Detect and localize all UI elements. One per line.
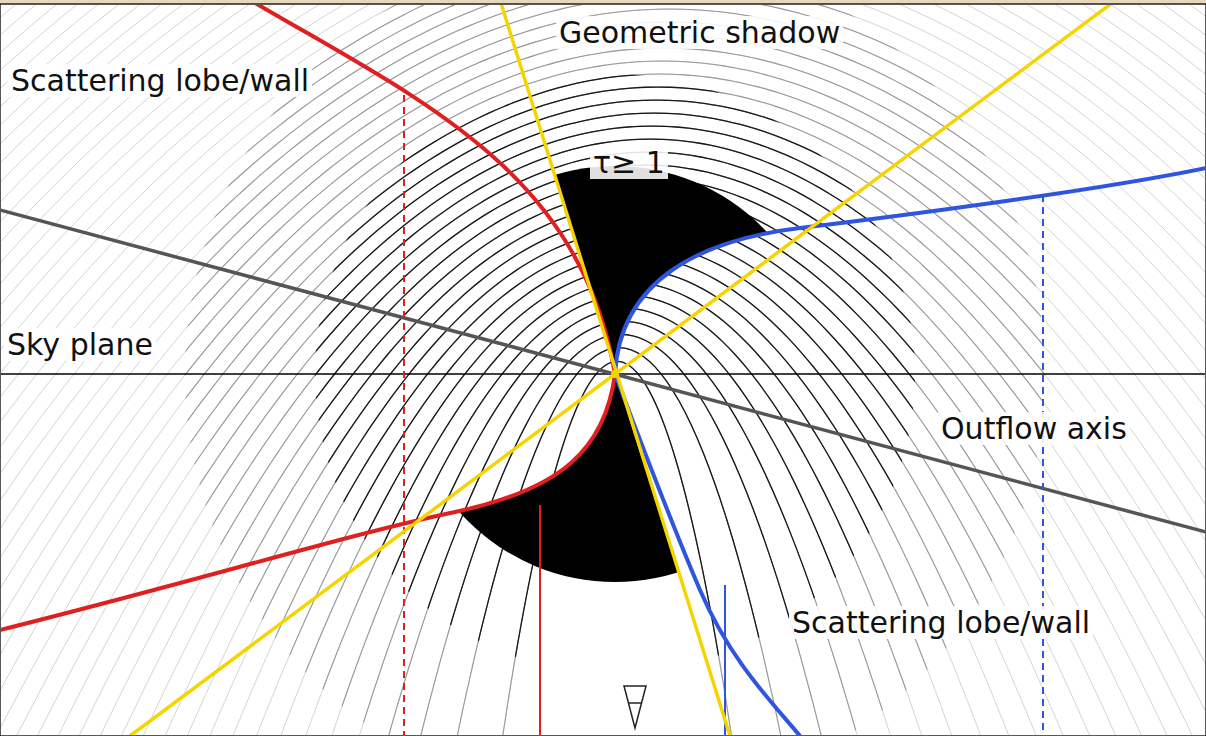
streamline [1, 87, 1205, 735]
streamline [1, 126, 1205, 735]
streamline [1, 139, 1205, 735]
streamline [1, 5, 1205, 735]
streamline [1, 48, 1205, 735]
diagram-label: Scattering lobe/wall [8, 64, 312, 97]
streamline [1, 22, 1205, 735]
streamline [1, 126, 1205, 735]
streamline [1, 61, 1205, 735]
streamline [1, 5, 1205, 596]
diagram-label: Outflow axis [938, 412, 1130, 445]
streamline [1, 5, 1205, 734]
shadow-boundary-shallow [130, 5, 1116, 735]
red-solid-marker [539, 505, 541, 735]
streamline [1, 152, 1205, 735]
streamlines-inner [1, 5, 1205, 735]
streamline [1, 5, 1205, 735]
streamline [1, 5, 1205, 629]
source-point [611, 370, 619, 378]
red-scattering-lobe [1, 5, 615, 630]
diagram-label: τ≥ 1 [590, 146, 668, 179]
observer-symbol [624, 686, 646, 728]
streamline [1, 5, 1205, 735]
streamline [1, 9, 1205, 735]
streamline [1, 5, 1205, 735]
streamline [1, 5, 1205, 198]
streamline [1, 5, 1205, 596]
diagram-label: Sky plane [4, 328, 156, 361]
streamline [1, 9, 1205, 735]
streamline [1, 9, 1205, 735]
streamline [1, 152, 1205, 735]
streamline [1, 61, 1205, 735]
streamline [1, 5, 1205, 735]
streamline [1, 5, 1205, 154]
streamline [1, 5, 1205, 734]
diagram-label: Scattering lobe/wall [789, 606, 1093, 639]
streamline [1, 139, 1205, 735]
streamline [1, 22, 1205, 735]
streamline [1, 113, 1205, 735]
streamline [1, 5, 1205, 198]
streamline [1, 5, 1205, 735]
streamline [1, 61, 1205, 735]
streamline [1, 5, 1205, 735]
streamline [1, 5, 1205, 734]
streamlines-outer [1, 5, 1205, 735]
sky-plane-line [1, 373, 1205, 375]
streamline [1, 5, 1205, 735]
shadow-boundary-steep [500, 5, 730, 735]
red-dashed-marker [403, 95, 405, 735]
streamline [1, 74, 1205, 735]
streamline [1, 152, 1205, 735]
streamline [1, 5, 1205, 735]
streamline [1, 74, 1205, 735]
panel-ground [0, 4, 1206, 736]
streamline [1, 5, 1205, 154]
streamline [1, 5, 1205, 154]
streamline [1, 113, 1205, 735]
streamline [1, 74, 1205, 735]
streamline [1, 5, 1205, 629]
streamline [1, 165, 1205, 735]
streamline [1, 48, 1205, 735]
streamline [1, 5, 1205, 198]
blue-dashed-marker [1042, 195, 1044, 735]
streamline [1, 113, 1205, 735]
streamline [1, 48, 1205, 735]
streamline [1, 5, 1205, 629]
streamline [1, 5, 1205, 596]
streamline [1, 22, 1205, 735]
outflow-axis-line [1, 210, 1205, 532]
streamline [1, 87, 1205, 735]
streamline [1, 126, 1205, 735]
streamline [1, 5, 1205, 697]
streamline [1, 87, 1205, 735]
streamlines-middle [1, 5, 1205, 735]
diagram-label: Geometric shadow [556, 16, 843, 49]
